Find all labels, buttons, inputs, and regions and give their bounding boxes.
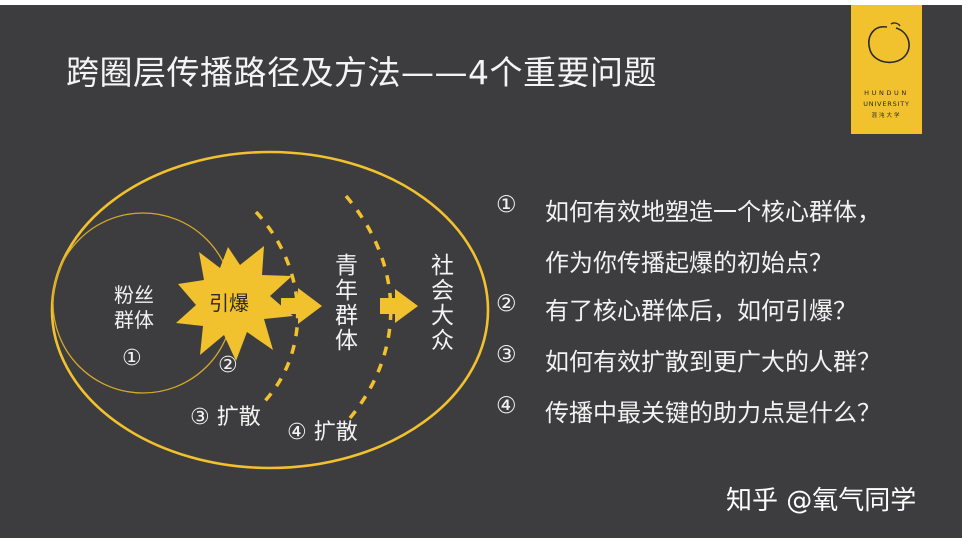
youth-group-label: 青年群体 (330, 253, 357, 353)
hundun-logo: HUNDUN UNIVERSITY 混沌大学 (851, 5, 922, 134)
dashed-arc-inner (254, 210, 300, 404)
zhihu-watermark: 知乎 @氧气同学 (726, 486, 917, 516)
public-label: 社会大众 (426, 253, 453, 353)
logo-line-2: UNIVERSITY (863, 100, 910, 108)
outer-ellipse (50, 150, 490, 470)
ignite-number: ② (218, 353, 238, 378)
logo-line-3: 混沌大学 (871, 113, 902, 119)
question-text: 有了核心群体后，如何引爆？ (545, 297, 857, 325)
question-text: 如何有效地塑造一个核心群体， (545, 198, 881, 226)
ignite-burst (176, 246, 293, 361)
logo-line-1: HUNDUN (864, 89, 909, 97)
question-number: ④ (496, 393, 517, 419)
question-number: ③ (496, 342, 517, 368)
question-text: 传播中最关键的助力点是什么？ (545, 399, 881, 427)
spread-4-label: ④ 扩散 (287, 420, 358, 445)
question-number: ① (496, 192, 517, 218)
question-text: 作为你传播起爆的初始点？ (545, 249, 833, 277)
question-number: ② (496, 291, 517, 317)
logo-ring-icon (868, 22, 910, 64)
fans-group-number: ① (122, 346, 142, 371)
top-border (0, 0, 962, 5)
fans-group-label: 粉丝 群体 (114, 283, 154, 332)
spread-3-label: ③ 扩散 (190, 405, 261, 430)
arrow-right-1 (281, 288, 322, 324)
question-text: 如何有效扩散到更广大的人群？ (545, 348, 881, 376)
arrow-right-2 (380, 289, 418, 323)
ignite-label: 引爆 (209, 291, 249, 315)
slide-title: 跨圈层传播路径及方法——4个重要问题 (66, 53, 657, 92)
